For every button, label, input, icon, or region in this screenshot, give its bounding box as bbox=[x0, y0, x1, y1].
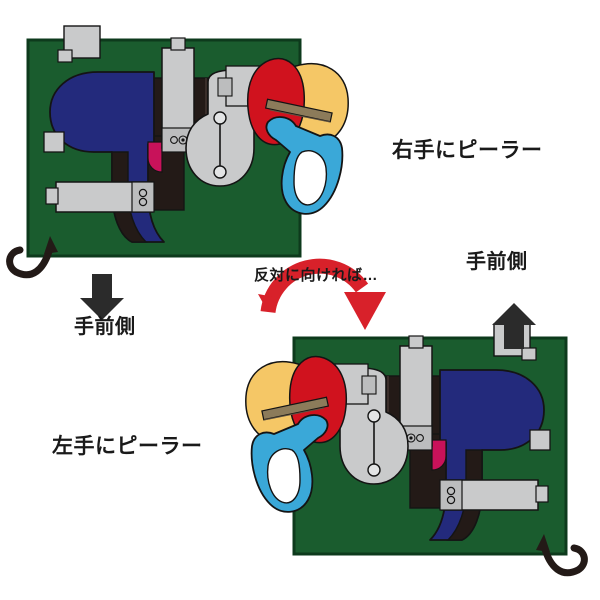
label-left-hand-peeler: 左手にピーラー bbox=[52, 435, 203, 458]
bottom-up-arrow bbox=[492, 303, 536, 349]
top-panel-illustration bbox=[10, 26, 349, 275]
label-front-side-bottom: 手前側 bbox=[466, 251, 528, 273]
label-right-hand-peeler: 右手にピーラー bbox=[392, 139, 543, 162]
top-down-arrow bbox=[80, 274, 124, 320]
label-reverse-note: 反対に向ければ… bbox=[254, 267, 379, 284]
label-front-side-top: 手前側 bbox=[74, 316, 136, 338]
bottom-panel-illustration bbox=[246, 324, 585, 573]
rotate-arrow bbox=[258, 258, 386, 330]
